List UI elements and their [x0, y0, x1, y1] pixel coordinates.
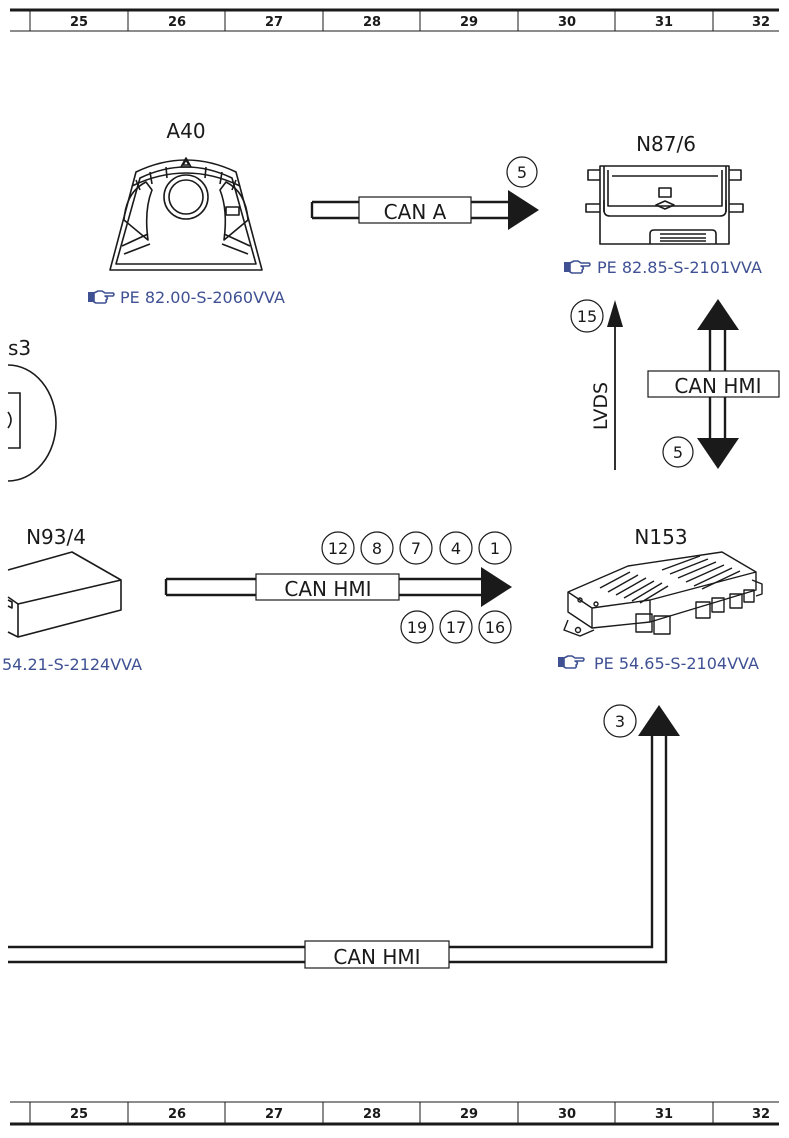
lvds-arrow-head	[607, 300, 623, 327]
can-hmi-bottom-label: CAN HMI	[333, 945, 420, 969]
can-hmi-middle-badge-17	[439, 610, 473, 644]
connection-lvds: LVDS 15	[570, 299, 623, 470]
ruler-bottom-col-28: 28	[363, 1107, 381, 1122]
can-hmi-middle-badge-19	[400, 610, 434, 644]
can-hmi-right-arrow-up	[697, 299, 739, 330]
s3-label: s3	[8, 336, 31, 360]
component-n87-6: N87/6 PE 82.85-S-2101VVA	[563, 132, 762, 277]
a40-ref-link[interactable]: PE 82.00-S-2060VVA	[120, 288, 285, 307]
can-hmi-bottom-badge-3	[603, 704, 637, 738]
connection-can-hmi-bottom: CAN HMI 3	[8, 704, 680, 969]
can-hmi-bottom-badge-3-text: 3	[615, 712, 625, 731]
component-s3-partial: s3	[7, 336, 57, 482]
can-a-label: CAN A	[384, 200, 447, 224]
can-hmi-middle-badge-4-text: 4	[451, 539, 461, 558]
ruler-bottom-col-31: 31	[655, 1107, 673, 1122]
can-hmi-middle-badge-8-text: 8	[372, 539, 382, 558]
n93-4-label: N93/4	[26, 525, 86, 549]
ruler-bottom-col-26: 26	[168, 1107, 186, 1122]
ruler-top-col-31: 31	[655, 15, 673, 30]
ruler-top-col-26: 26	[168, 15, 186, 30]
a40-label: A40	[166, 119, 205, 143]
can-a-label-box	[358, 196, 472, 224]
can-hmi-middle-label-box	[255, 573, 400, 601]
connection-can-hmi-middle: CAN HMI 12 8 7 4 1 19 17 16	[164, 531, 512, 644]
can-hmi-right-badge-5	[662, 436, 694, 468]
can-hmi-middle-badge-1-text: 1	[490, 539, 500, 558]
ruler-top: 25 26 27 28 29 30 31 32	[10, 8, 779, 32]
can-hmi-middle-badge-4	[439, 531, 473, 565]
ruler-bottom-col-27: 27	[265, 1107, 283, 1122]
n87-6-device-drawing	[585, 165, 744, 245]
n87-6-ref-pointing-hand-icon	[563, 260, 591, 274]
n153-ref-pointing-hand-icon	[557, 655, 585, 669]
n87-6-ref-link[interactable]: PE 82.85-S-2101VVA	[597, 258, 762, 277]
can-hmi-bottom-double-line	[8, 734, 668, 964]
lvds-badge-15-text: 15	[577, 307, 597, 326]
ruler-bottom-col-25: 25	[70, 1107, 88, 1122]
can-hmi-right-badge-5-text: 5	[673, 443, 683, 462]
can-hmi-middle-badge-7-text: 7	[411, 539, 421, 558]
can-hmi-middle-badge-8	[360, 531, 394, 565]
s3-speaker-outline	[7, 364, 57, 482]
can-hmi-right-arrow-down	[697, 438, 739, 469]
n87-6-label: N87/6	[636, 132, 696, 156]
can-hmi-bottom-label-box	[304, 940, 450, 969]
component-n153: N153 PE 54.65-S-2104VVA	[557, 525, 763, 673]
can-hmi-middle-badge-12	[321, 531, 355, 565]
can-a-badge-5	[506, 156, 538, 188]
can-hmi-middle-badge-17-text: 17	[446, 618, 466, 637]
can-a-arrow-head	[508, 190, 539, 230]
lvds-badge-15	[570, 299, 604, 333]
n153-ref-link[interactable]: PE 54.65-S-2104VVA	[594, 654, 759, 673]
lvds-label: LVDS	[590, 382, 612, 430]
can-hmi-bottom-arrow-up	[638, 705, 680, 736]
can-hmi-right-label: CAN HMI	[674, 374, 761, 398]
ruler-bottom-col-30: 30	[558, 1107, 576, 1122]
can-hmi-middle-label: CAN HMI	[284, 577, 371, 601]
ruler-top-col-32: 32	[752, 15, 770, 30]
ruler-top-col-28: 28	[363, 15, 381, 30]
can-a-badge-5-text: 5	[517, 163, 527, 182]
can-hmi-middle-badge-19-text: 19	[407, 618, 427, 637]
ruler-bottom-col-29: 29	[460, 1107, 478, 1122]
n93-4-device-drawing	[7, 551, 122, 638]
ruler-top-col-25: 25	[70, 15, 88, 30]
component-n93-4: N93/4 54.21-S-2124VVA	[2, 525, 142, 674]
ruler-bottom: 25 26 27 28 29 30 31 32	[10, 1101, 779, 1126]
can-hmi-middle-badge-16	[478, 610, 512, 644]
component-a40: A40 PE 82.00-S-2060VVA	[87, 119, 285, 307]
ruler-top-col-30: 30	[558, 15, 576, 30]
connection-can-hmi-right: CAN HMI 5	[647, 299, 780, 469]
connection-can-a: CAN A 5	[310, 156, 539, 230]
can-hmi-middle-arrow-head	[481, 567, 512, 607]
a40-ref-pointing-hand-icon	[87, 290, 115, 304]
a40-device-drawing	[109, 157, 263, 271]
ruler-top-col-29: 29	[460, 15, 478, 30]
can-hmi-middle-badge-12-text: 12	[328, 539, 348, 558]
n153-label: N153	[634, 525, 687, 549]
can-hmi-middle-badge-1	[478, 531, 512, 565]
s3-speaker-cone	[7, 411, 12, 429]
can-hmi-middle-badge-16-text: 16	[485, 618, 505, 637]
ruler-top-col-27: 27	[265, 15, 283, 30]
n93-4-ref-link[interactable]: 54.21-S-2124VVA	[2, 655, 142, 674]
n153-device-drawing	[563, 551, 763, 637]
ruler-bottom-col-32: 32	[752, 1107, 770, 1122]
s3-speaker-bracket	[8, 392, 21, 449]
can-hmi-right-label-box	[647, 370, 780, 398]
can-hmi-middle-badge-7	[399, 531, 433, 565]
